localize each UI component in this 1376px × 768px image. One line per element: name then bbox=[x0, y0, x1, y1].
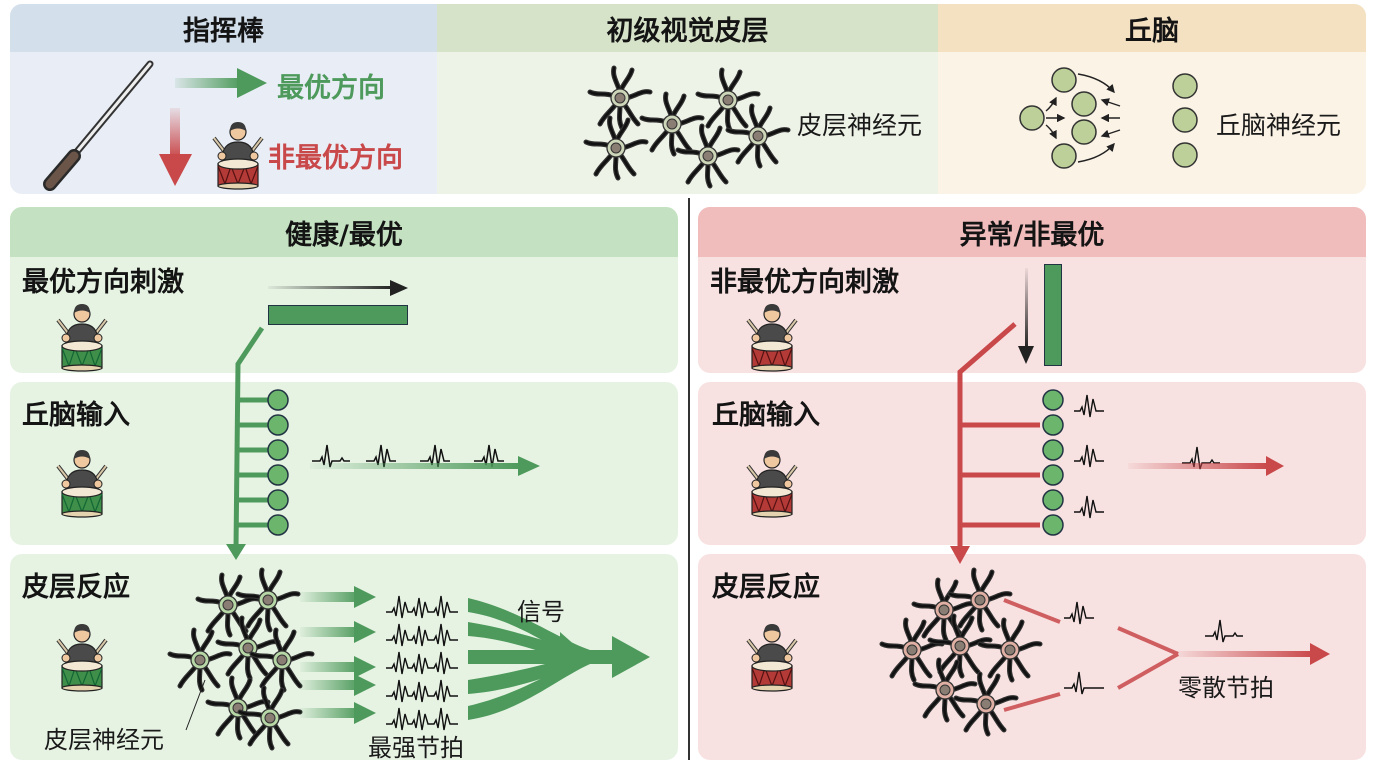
thalamus-section: 丘脑 bbox=[938, 4, 1366, 194]
horizontal-stimulus-bar bbox=[268, 305, 408, 325]
nonoptimal-arrow-icon bbox=[159, 108, 192, 186]
abnormal-stimulus-panel: 异常/非最优 bbox=[698, 207, 1366, 373]
vertical-stimulus-bar bbox=[1044, 264, 1062, 366]
cortical-neuron-label: 皮层神经元 bbox=[797, 111, 923, 140]
thalamic-neuron-column-icon bbox=[1172, 73, 1198, 168]
baton-icon bbox=[43, 60, 154, 191]
thalamus-title: 丘脑 bbox=[938, 4, 1366, 52]
optimal-arrow-icon bbox=[175, 68, 267, 98]
abnormal-cortical-label: 皮层反应 bbox=[712, 572, 820, 603]
nonoptimal-direction-label: 非最优方向 bbox=[268, 143, 403, 174]
abnormal-title: 异常/非最优 bbox=[698, 207, 1366, 257]
abnormal-stimulus-label: 非最优方向刺激 bbox=[710, 267, 899, 298]
healthy-neuron-label: 皮层神经元 bbox=[44, 726, 164, 754]
abnormal-thalamic-label: 丘脑输入 bbox=[712, 400, 820, 431]
healthy-pathway bbox=[0, 326, 650, 768]
v1-section: 初级视觉皮层 bbox=[437, 4, 938, 194]
thalamic-network-icon bbox=[1019, 67, 1121, 169]
thalamic-neuron-label: 丘脑神经元 bbox=[1216, 111, 1342, 140]
v1-title: 初级视觉皮层 bbox=[437, 4, 938, 52]
healthy-stimulus-panel: 健康/最优 bbox=[10, 207, 678, 373]
healthy-cortical-label: 皮层反应 bbox=[22, 572, 130, 603]
strongest-beat-label: 最强节拍 bbox=[368, 734, 464, 762]
baton-title: 指挥棒 bbox=[10, 4, 437, 52]
healthy-thalamic-label: 丘脑输入 bbox=[22, 400, 130, 431]
healthy-title: 健康/最优 bbox=[10, 207, 678, 257]
legend-panel: 指挥棒 初级视觉皮层 丘脑 bbox=[10, 4, 1366, 194]
stimulus-direction-arrow-icon bbox=[268, 280, 408, 296]
optimal-direction-label: 最优方向 bbox=[277, 73, 385, 104]
signal-label: 信号 bbox=[517, 598, 565, 626]
divider bbox=[688, 198, 690, 760]
sparse-beat-label: 零散节拍 bbox=[1178, 674, 1274, 702]
healthy-stimulus-label: 最优方向刺激 bbox=[22, 267, 184, 298]
